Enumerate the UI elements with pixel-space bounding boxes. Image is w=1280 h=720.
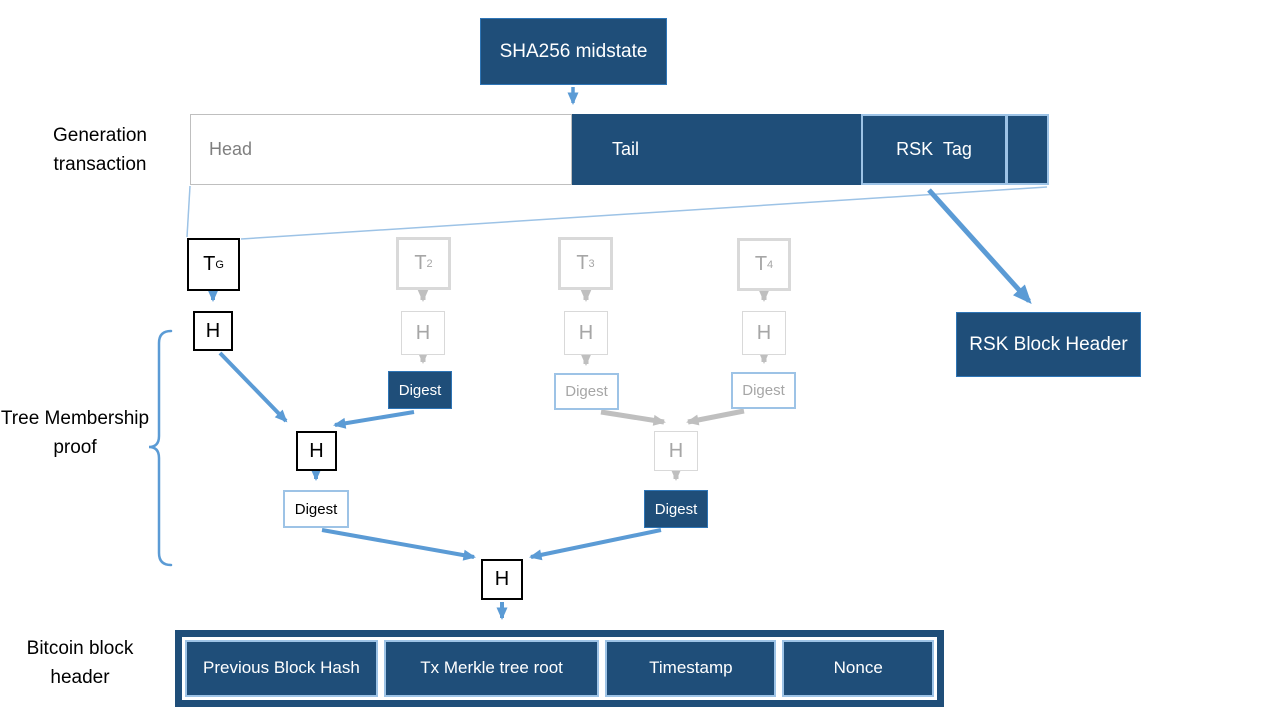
arrow-digest2-to-h-mid: [333, 410, 415, 429]
digest-box-t3: Digest: [554, 373, 619, 410]
bar-end-segment: [1007, 114, 1049, 185]
field-tx-merkle-tree-root: Tx Merkle tree root: [383, 640, 600, 697]
arrow-digest3-to-h-right: [600, 409, 666, 426]
leaf-t2-label: T: [414, 252, 427, 274]
field-nonce: Nonce: [782, 640, 934, 697]
rsk-tag-segment: RSK Tag: [861, 114, 1007, 185]
field-timestamp: Timestamp: [605, 640, 777, 697]
arrow-digest-mid-to-h-root: [321, 528, 476, 561]
hash-box-t3: H: [564, 311, 608, 355]
hash-box-mid-right: H: [654, 431, 698, 471]
hash-box-t4: H: [742, 311, 786, 355]
tail-segment: Tail: [572, 114, 861, 185]
digest-box-mid-right: Digest: [644, 490, 708, 528]
leaf-t4-label: T: [754, 253, 768, 275]
hash-box-t2: H: [401, 311, 445, 355]
digest-box-t2: Digest: [388, 371, 452, 409]
leaf-tg-label: T: [203, 253, 216, 275]
digest-box-t4: Digest: [731, 372, 796, 409]
bitcoin-header-bar: Previous Block Hash Tx Merkle tree root …: [175, 630, 944, 707]
projection-line-right: [240, 186, 1048, 240]
digest-box-mid-left: Digest: [283, 490, 349, 528]
sha256-midstate-box: SHA256 midstate: [480, 18, 667, 85]
leaf-t3-label: T: [576, 252, 589, 274]
label-bitcoin-block-header: Bitcoin block header: [26, 638, 134, 688]
label-tree-membership-proof: Tree Membership proof: [0, 408, 150, 458]
arrow-digest4-to-h-right: [686, 408, 745, 426]
hash-box-root: H: [481, 559, 523, 600]
arrow-digest-right-to-h-root: [529, 528, 662, 561]
bitcoin-header-bar-inner: Previous Block Hash Tx Merkle tree root …: [182, 637, 937, 700]
rsk-block-header-box: RSK Block Header: [956, 312, 1141, 377]
hash-box-mid-left: H: [296, 431, 337, 471]
arrow-h-tg-to-h-mid: [218, 351, 288, 423]
head-segment: Head: [190, 114, 572, 185]
gray-arrows: [417, 289, 770, 481]
hash-box-tg: H: [193, 311, 233, 351]
projection-line-left: [186, 185, 191, 238]
field-previous-block-hash: Previous Block Hash: [185, 640, 378, 697]
arrow-rsk-tag-to-rsk-header: [927, 188, 1032, 304]
tree-membership-brace: [148, 329, 173, 567]
label-generation-transaction: Generation transaction: [52, 125, 147, 175]
generation-tx-bar: Head Tail RSK Tag: [190, 114, 1049, 185]
blue-arrows: [207, 87, 1032, 620]
